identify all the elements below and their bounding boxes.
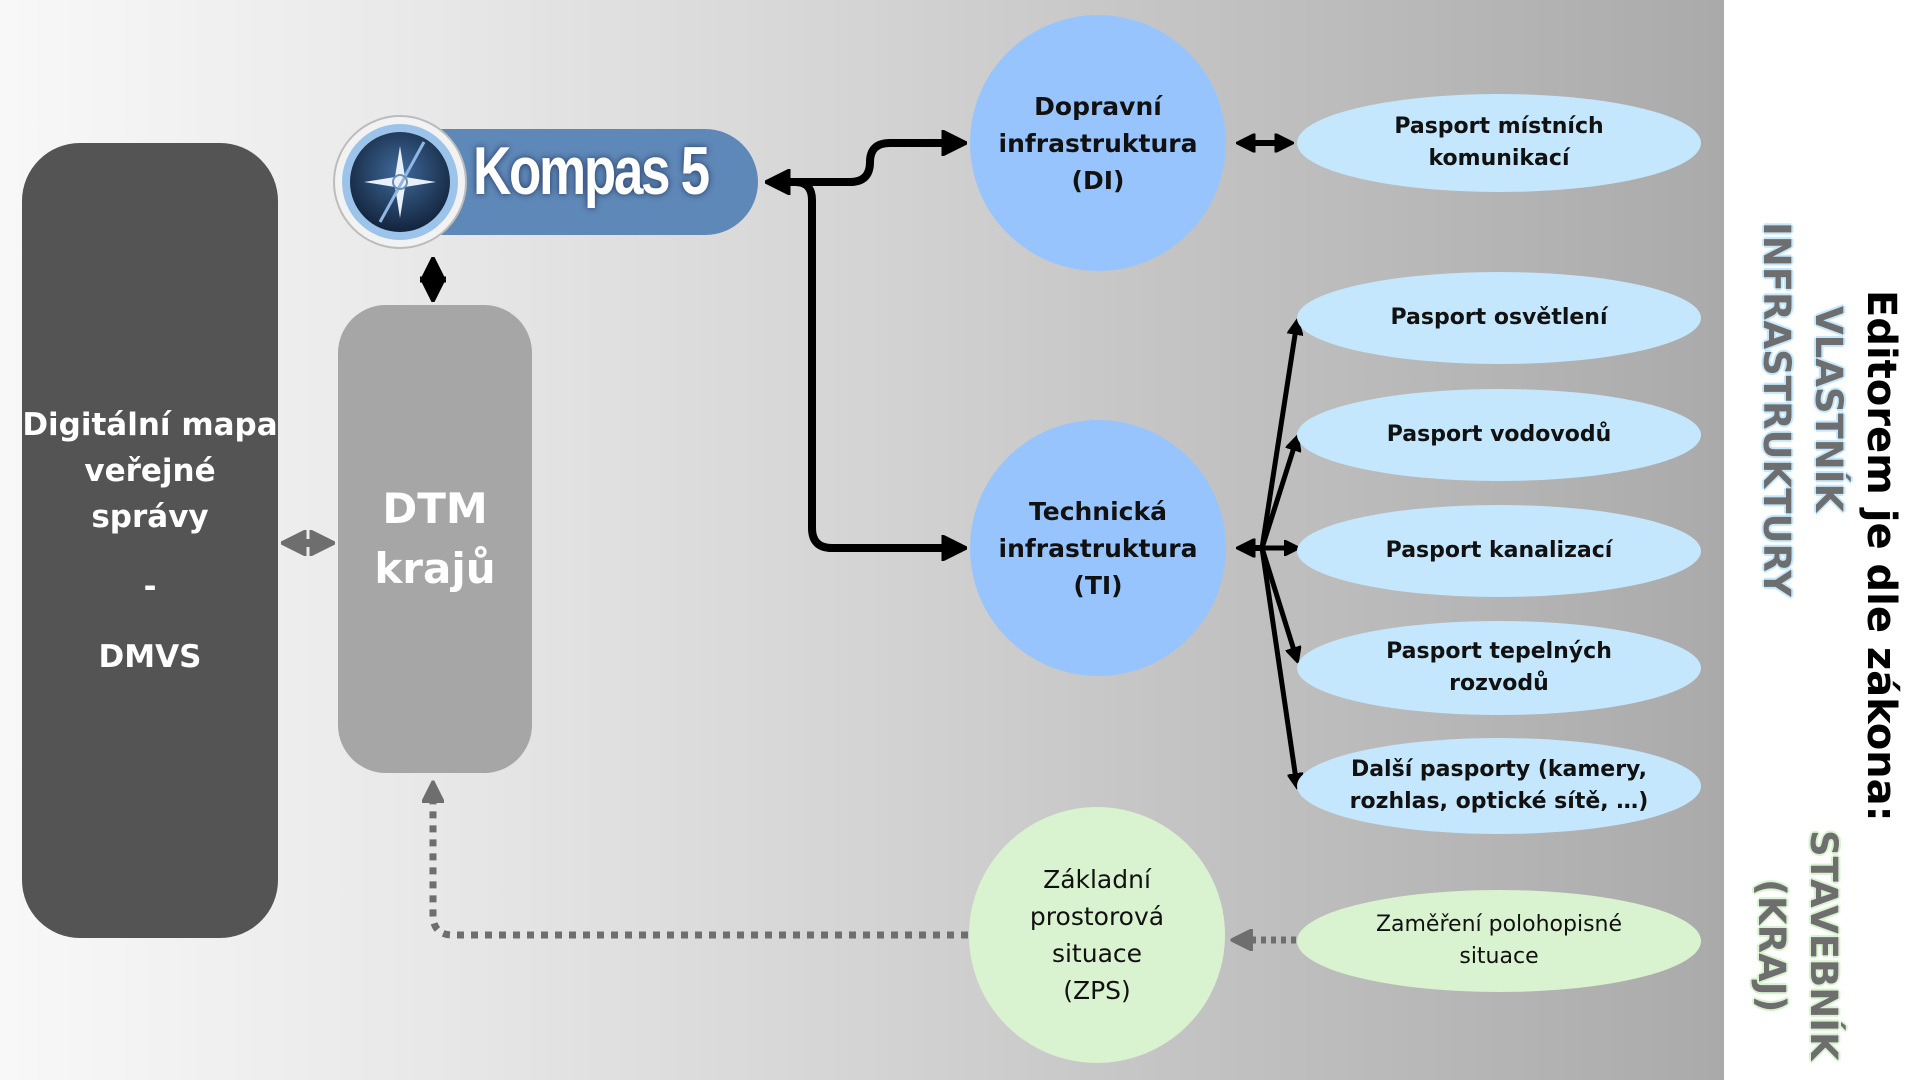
role-owner-line2: INFRASTRUKTURY	[1755, 222, 1798, 597]
kompas-logo: Kompas 5	[330, 112, 758, 252]
kompas-label: Kompas 5	[473, 133, 710, 209]
survey-line1: Zaměření polohopisné	[1375, 912, 1623, 937]
arrow-ti-osvetleni	[1259, 322, 1297, 549]
kompas-pill	[420, 129, 758, 235]
pasport-dalsi: Další pasporty (kamery, rozhlas, optické…	[1297, 738, 1701, 834]
pasport-line1: Pasport osvětlení	[1390, 305, 1608, 330]
di-line2: infrastruktura	[998, 128, 1198, 158]
pasport-line2: komunikací	[1428, 146, 1570, 171]
zps-line3: situace	[1051, 939, 1143, 968]
arrow-kompas-ti	[794, 178, 962, 548]
dmvs-title-line1: Digitální mapa	[22, 406, 278, 443]
arrow-ti-dalsi	[1259, 547, 1297, 786]
ti-line1: Technická	[1029, 496, 1167, 526]
dtm-block: DTM krajů	[338, 305, 532, 773]
ti-line2: infrastruktura	[998, 533, 1198, 563]
pasport-tepelne-rozvody: Pasport tepelných rozvodů	[1297, 621, 1701, 715]
role-owner: VLASTNÍK INFRASTRUKTURY	[1750, 222, 1854, 597]
zps-line1: Základní	[1043, 865, 1151, 894]
role-builder: STAVEBNÍK (KRAJ)	[1745, 830, 1849, 1061]
dtm-line1: DTM	[382, 484, 488, 533]
arrow-ti-tepelne	[1259, 547, 1297, 660]
pasport-line1: Pasport místních	[1394, 114, 1604, 139]
pasport-line2: rozvodů	[1449, 671, 1549, 696]
dmvs-block: Digitální mapa veřejné správy - DMVS	[22, 143, 278, 938]
arrow-ti-vodovody	[1259, 438, 1297, 549]
pasport-line2: rozhlas, optické sítě, …)	[1349, 789, 1649, 814]
pasport-mistni-komunikace: Pasport místních komunikací	[1297, 94, 1701, 192]
di-line1: Dopravní	[1034, 91, 1162, 121]
pasport-line1: Další pasporty (kamery,	[1350, 757, 1648, 782]
editor-label: Editorem je dle zákona:	[1858, 290, 1904, 822]
zps-line4: (ZPS)	[1063, 976, 1131, 1005]
zps-line2: prostorová	[1029, 902, 1165, 931]
dmvs-title-line2: veřejné správy	[84, 452, 216, 535]
survey-node: Zaměření polohopisné situace	[1297, 890, 1701, 992]
dmvs-separator: -	[143, 568, 157, 605]
di-line3: (DI)	[1071, 165, 1125, 195]
arrow-kompas-di	[770, 143, 962, 182]
di-node: Dopravní infrastruktura (DI)	[970, 15, 1226, 271]
compass-icon	[333, 115, 467, 249]
arrow-zps-dtm	[433, 785, 968, 939]
pasport-line1: Pasport tepelných	[1386, 639, 1612, 664]
dmvs-abbr: DMVS	[98, 638, 202, 675]
pasport-line1: Pasport vodovodů	[1386, 422, 1612, 447]
role-builder-line2: (KRAJ)	[1750, 878, 1793, 1013]
dtm-line2: krajů	[374, 544, 496, 593]
pasport-kanalizace: Pasport kanalizací	[1297, 505, 1701, 597]
zps-node: Základní prostorová situace (ZPS)	[969, 807, 1225, 1063]
survey-line2: situace	[1459, 944, 1539, 969]
ti-node: Technická infrastruktura (TI)	[970, 420, 1226, 676]
role-owner-line1: VLASTNÍK	[1807, 306, 1850, 513]
pasport-vodovody: Pasport vodovodů	[1297, 389, 1701, 481]
pasport-line1: Pasport kanalizací	[1385, 538, 1613, 563]
role-builder-line1: STAVEBNÍK	[1802, 830, 1845, 1061]
pasport-osvetleni: Pasport osvětlení	[1297, 272, 1701, 364]
ti-line3: (TI)	[1073, 570, 1123, 600]
